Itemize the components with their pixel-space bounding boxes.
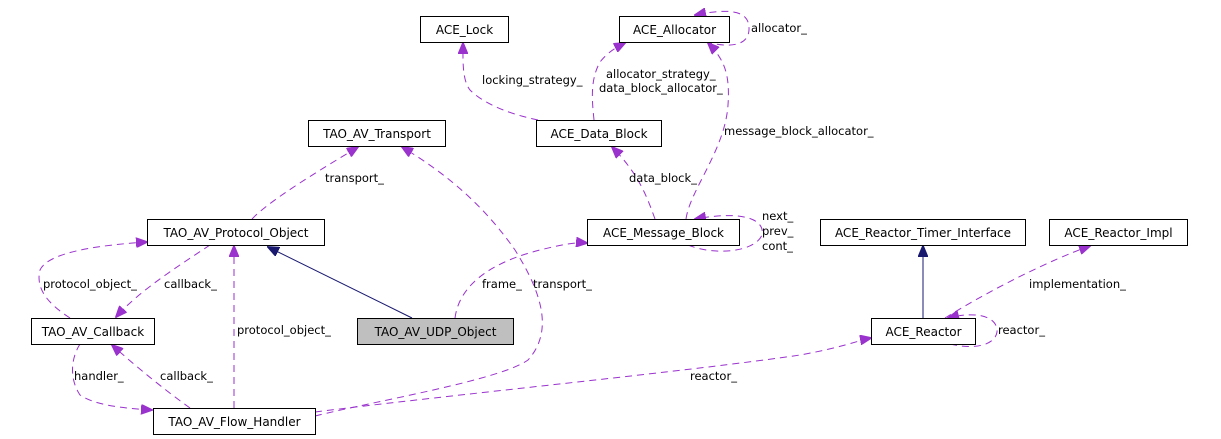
node-tao-av-protocol-object[interactable]: TAO_AV_Protocol_Object: [147, 219, 325, 246]
edge-callback-protocol: [116, 244, 211, 317]
edge-locking-strategy: [463, 43, 539, 121]
node-tao-av-udp-object[interactable]: TAO_AV_UDP_Object: [357, 318, 514, 345]
node-ace-reactor-timer-interface[interactable]: ACE_Reactor_Timer_Interface: [820, 219, 1026, 246]
nodes: ACE_Lock ACE_Allocator TAO_AV_Transport …: [31, 16, 1188, 435]
edge-reactor-flow: [314, 338, 871, 413]
node-ace-message-block[interactable]: ACE_Message_Block: [587, 219, 740, 246]
node-label: TAO_AV_Protocol_Object: [163, 226, 309, 240]
label-callback-protocol: callback_: [164, 277, 217, 291]
node-label: ACE_Lock: [436, 23, 493, 37]
edge-callback-flow: [112, 345, 191, 409]
label-callback-flow: callback_: [160, 369, 213, 383]
label-protocol-object-callback: protocol_object_: [43, 277, 137, 291]
label-allocator: allocator_: [751, 21, 807, 35]
node-label: TAO_AV_UDP_Object: [374, 325, 497, 339]
edge-transport-flow: [314, 147, 543, 417]
node-ace-reactor[interactable]: ACE_Reactor: [871, 318, 976, 345]
node-label: ACE_Reactor: [885, 325, 961, 339]
label-cont: cont_: [762, 239, 793, 253]
node-label: ACE_Reactor_Impl: [1064, 226, 1172, 240]
label-prev: prev_: [762, 224, 794, 238]
edge-data-block: [612, 147, 656, 220]
edge-reactor-self: [948, 315, 998, 347]
edge-message-block-self: [687, 216, 763, 252]
node-tao-av-flow-handler[interactable]: TAO_AV_Flow_Handler: [153, 408, 316, 435]
label-data-block: data_block_: [629, 171, 697, 185]
node-label: ACE_Reactor_Timer_Interface: [835, 226, 1011, 240]
edge-transport-protocol: [251, 147, 358, 220]
label-allocator-strategy: allocator_strategy_: [606, 67, 716, 81]
edge-protocol-object-callback: [38, 242, 147, 319]
node-label: ACE_Allocator: [633, 23, 716, 37]
label-data-block-allocator: data_block_allocator_: [599, 81, 723, 95]
node-tao-av-callback[interactable]: TAO_AV_Callback: [31, 318, 155, 345]
node-label: TAO_AV_Transport: [322, 127, 431, 141]
node-ace-reactor-impl[interactable]: ACE_Reactor_Impl: [1049, 219, 1188, 246]
node-label: TAO_AV_Callback: [41, 325, 144, 339]
node-tao-av-transport[interactable]: TAO_AV_Transport: [308, 120, 446, 147]
label-implementation: implementation_: [1029, 277, 1126, 291]
edge-message-block-allocator: [685, 43, 729, 220]
node-ace-data-block[interactable]: ACE_Data_Block: [536, 120, 662, 147]
label-locking-strategy: locking_strategy_: [482, 73, 583, 87]
label-transport-protocol: transport_: [325, 171, 384, 185]
label-frame: frame_: [482, 277, 522, 291]
edge-allocator-strategy: [591, 43, 625, 121]
edge-labels: locking_strategy_ allocator_ allocator_s…: [43, 21, 1126, 383]
node-label: TAO_AV_Flow_Handler: [167, 415, 300, 429]
label-next: next_: [762, 209, 793, 223]
edge-allocator-self: [695, 11, 750, 46]
edge-handler: [72, 343, 153, 410]
node-label: ACE_Data_Block: [550, 127, 647, 141]
label-protocol-object-flow: protocol_object_: [237, 323, 331, 337]
label-transport-flow: transport_: [533, 277, 592, 291]
label-reactor-self: reactor_: [998, 323, 1045, 337]
edge-implementation: [944, 246, 1090, 319]
label-handler: handler_: [74, 369, 124, 383]
label-reactor-flow: reactor_: [690, 369, 737, 383]
node-ace-allocator[interactable]: ACE_Allocator: [619, 16, 730, 43]
node-ace-lock[interactable]: ACE_Lock: [420, 16, 509, 43]
edge-inherit-protocol: [268, 247, 413, 319]
label-message-block-allocator: message_block_allocator_: [724, 124, 874, 138]
edge-frame: [454, 243, 587, 319]
edges: [38, 11, 1090, 417]
node-label: ACE_Message_Block: [603, 226, 724, 240]
